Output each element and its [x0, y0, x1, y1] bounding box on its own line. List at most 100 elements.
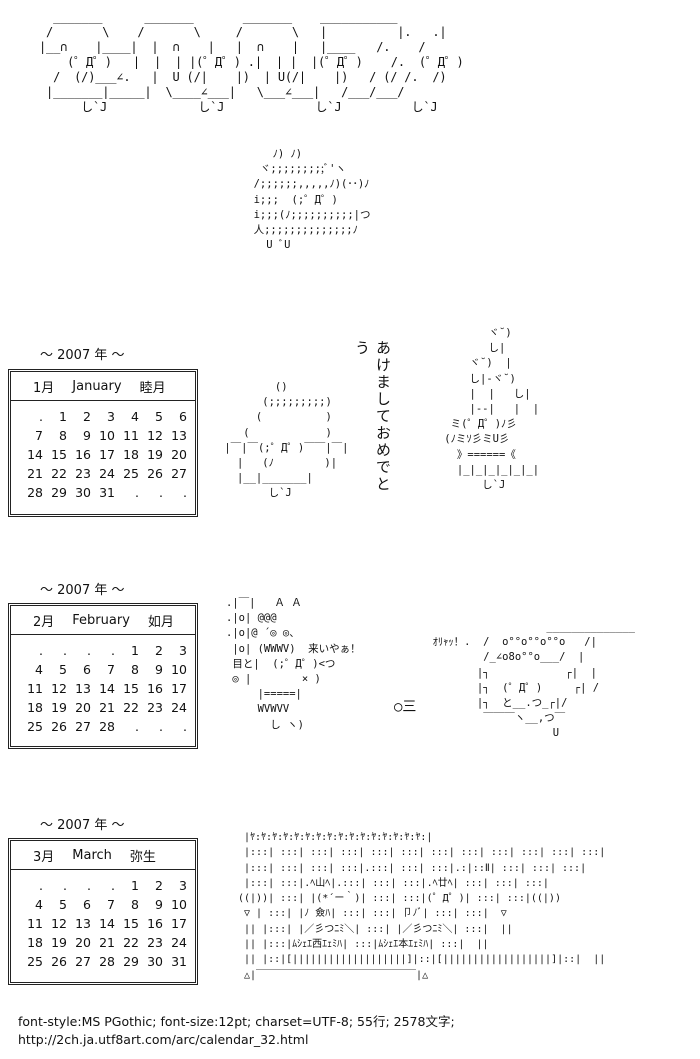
calendar-day-cell	[163, 719, 187, 734]
calendar-day-cell: 1	[131, 878, 139, 893]
month-english: January	[72, 378, 122, 394]
calendar-week-row: 123	[19, 641, 191, 660]
calendar-day-cell	[67, 643, 91, 658]
calendar-year-header: ～ 2007 年 ～	[40, 818, 125, 833]
calendar-day-cell: 22	[123, 935, 139, 950]
calendar-day-cell	[43, 643, 67, 658]
calendar-day-cell: 14	[99, 681, 115, 696]
calendar-day-cell: 10	[171, 662, 187, 677]
calendar-day-cell: 2	[155, 878, 163, 893]
footer-url-link[interactable]: http://2ch.ja.utf8art.com/arc/calendar_3…	[18, 1032, 309, 1047]
calendar-day-cell: 19	[147, 447, 163, 462]
calendar-day-cell: 31	[99, 485, 115, 500]
calendar-days: 1234567891011121314151617181920212223242…	[11, 870, 195, 975]
calendar-day-cell: 20	[171, 447, 187, 462]
calendar-day-cell: 27	[75, 954, 91, 969]
calendar-day-cell: 1	[131, 643, 139, 658]
calendar-day-cell: 13	[171, 428, 187, 443]
calendar-day-cell: 18	[27, 700, 43, 715]
calendar-day-cell	[139, 719, 163, 734]
calendar-day-cell: 21	[99, 935, 115, 950]
calendar-day-cell: 16	[75, 447, 91, 462]
calendar-day-cell: 6	[83, 662, 91, 677]
calendar-day-cell: 23	[147, 700, 163, 715]
calendar-february: 2月 February 如月 1234567891011121314151617…	[8, 603, 198, 749]
calendar-day-cell: 5	[155, 409, 163, 424]
calendar-day-cell	[115, 719, 139, 734]
calendar-day-cell: 26	[51, 954, 67, 969]
month-japanese: 如月	[147, 614, 174, 630]
calendar-day-cell: 2	[83, 409, 91, 424]
bean-box-ascii-art: ______________ ｵﾘｬｯ！. / o°°o°°o°°o /| /_…	[432, 621, 635, 740]
calendar-day-cell: 7	[107, 662, 115, 677]
calendar-day-cell: 16	[147, 681, 163, 696]
calendar-week-row: 4 5 6 7 8 9 10	[19, 660, 191, 679]
calendar-day-cell: 24	[99, 466, 115, 481]
calendar-day-cell: 2	[155, 643, 163, 658]
calendar-day-cell: 23	[147, 935, 163, 950]
calendar-day-cell: 17	[171, 916, 187, 931]
calendar-day-cell: 10	[171, 897, 187, 912]
calendar-day-cell: 17	[171, 681, 187, 696]
calendar-day-cell: 21	[27, 466, 43, 481]
calendar-day-cell: 9	[155, 662, 163, 677]
calendar-day-cell: 15	[123, 916, 139, 931]
shishimai-ascii-art: ヾ˘) し| ヾ˘) | し|-ヾ˘) | | し| |--| | | ミ(゜Д…	[444, 327, 540, 492]
calendar-day-cell	[43, 878, 67, 893]
greeting-text: あけましておめでとう	[353, 340, 392, 493]
calendar-title: 1月 January 睦月	[11, 372, 195, 401]
calendar-day-cell: 11	[27, 916, 43, 931]
calendar-year-header: ～ 2007 年 ～	[40, 583, 125, 598]
calendar-day-cell: 25	[27, 954, 43, 969]
calendar-day-cell: 25	[123, 466, 139, 481]
calendar-day-cell: 4	[35, 662, 43, 677]
calendar-day-cell	[139, 485, 163, 500]
calendar-day-cell: 11	[123, 428, 139, 443]
month-japanese: 睦月	[139, 380, 166, 396]
calendar-day-cell: 14	[27, 447, 43, 462]
calendar-march: 3月 March 弥生 1234567891011121314151617181…	[8, 838, 198, 985]
calendar-day-cell: 19	[51, 935, 67, 950]
footer: font-style:MS PGothic; font-size:12pt; c…	[18, 1013, 455, 1049]
calendar-day-cell: 29	[123, 954, 139, 969]
calendar-title: 3月 March 弥生	[11, 841, 195, 870]
calendar-day-cell: 5	[59, 897, 67, 912]
calendar-day-cell: 28	[99, 719, 115, 734]
calendar-day-cell: 30	[75, 485, 91, 500]
calendar-day-cell: 24	[171, 935, 187, 950]
calendar-day-cell: 3	[107, 409, 115, 424]
calendar-day-cell: 7	[35, 428, 43, 443]
calendar-days: 1234567891011121314151617181920212223242…	[11, 635, 195, 740]
calendar-day-cell	[19, 643, 43, 658]
calendar-day-cell: 16	[147, 916, 163, 931]
calendar-day-cell	[91, 643, 115, 658]
calendar-day-cell: 20	[75, 700, 91, 715]
calendar-day-cell: 4	[35, 897, 43, 912]
hina-dolls-ascii-art: |ﾔ:ﾔ:ﾔ:ﾔ:ﾔ:ﾔ:ﾔ:ﾔ:ﾔ:ﾔ:ﾔ:ﾔ:ﾔ:ﾔ:ﾔ:ﾔ:| |:::|…	[238, 832, 606, 981]
calendar-day-cell: 13	[75, 916, 91, 931]
calendar-day-cell: 29	[51, 485, 67, 500]
calendar-day-cell: 9	[83, 428, 91, 443]
calendar-day-cell: 30	[147, 954, 163, 969]
month-english: February	[72, 612, 130, 628]
calendar-day-cell: 17	[99, 447, 115, 462]
calendar-day-cell	[91, 878, 115, 893]
calendar-day-cell: 21	[99, 700, 115, 715]
calendar-day-cell: 27	[171, 466, 187, 481]
calendar-day-cell: 5	[59, 662, 67, 677]
year-2007-ascii-art: _______ _______ _______ ___________ / \ …	[39, 10, 464, 114]
calendar-day-cell: 8	[131, 662, 139, 677]
calendar-day-cell: 22	[51, 466, 67, 481]
calendar-day-cell: 8	[131, 897, 139, 912]
calendar-day-cell	[163, 485, 187, 500]
month-number: 3月	[33, 849, 55, 865]
calendar-days: 1234567891011121314151617181920212223242…	[11, 401, 195, 506]
